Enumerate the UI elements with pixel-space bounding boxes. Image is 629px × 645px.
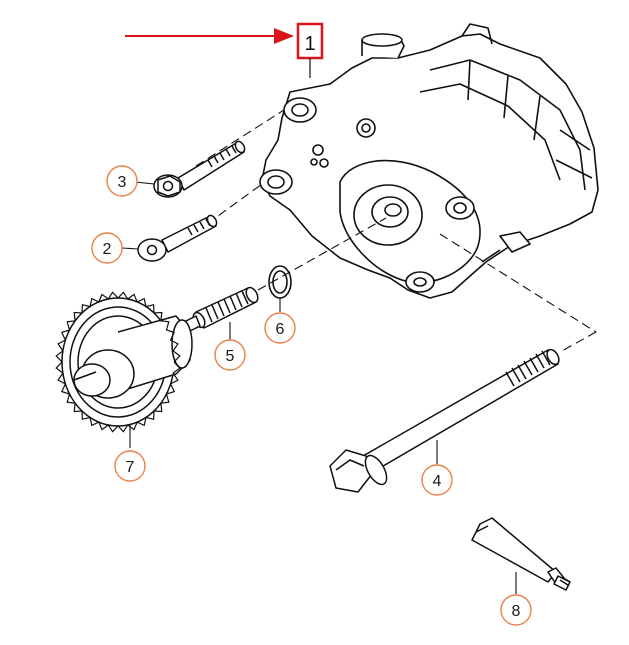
gear-teeth-outline bbox=[55, 291, 181, 433]
callout-label-bolt-mid: 2 bbox=[103, 241, 112, 258]
sealant-tube bbox=[471, 517, 571, 591]
bolt-mid bbox=[137, 214, 218, 262]
callout-label-long-bolt: 4 bbox=[433, 473, 442, 490]
callout-circle-tube bbox=[500, 594, 532, 626]
callout-label-gear: 7 bbox=[126, 459, 135, 476]
gear-teeth bbox=[55, 291, 181, 433]
callout-label-oring: 6 bbox=[276, 321, 285, 338]
main-part-label: 1 bbox=[304, 33, 315, 55]
long-bolt bbox=[329, 348, 560, 493]
callout-label-tube: 8 bbox=[512, 603, 521, 620]
leader-lines bbox=[121, 181, 517, 594]
callout-circle-bolt-mid bbox=[91, 232, 123, 264]
pump-body bbox=[259, 23, 599, 299]
callout-circle-long-bolt bbox=[421, 464, 453, 496]
assembly-lines bbox=[195, 109, 597, 353]
callout-circle-shaft bbox=[214, 339, 246, 371]
gear bbox=[61, 297, 193, 427]
callout-label-bolt-top: 3 bbox=[118, 174, 127, 191]
callout-circle-bolt-top bbox=[106, 165, 138, 197]
callout-circle-oring bbox=[264, 312, 296, 344]
callout-label-shaft: 5 bbox=[226, 348, 235, 365]
splined-shaft bbox=[183, 286, 259, 333]
o-ring bbox=[268, 265, 292, 299]
callout-circle-gear bbox=[114, 450, 146, 482]
bolt-top bbox=[153, 140, 246, 198]
callout-group: 3 2 5 6 7 4 8 bbox=[91, 165, 532, 626]
